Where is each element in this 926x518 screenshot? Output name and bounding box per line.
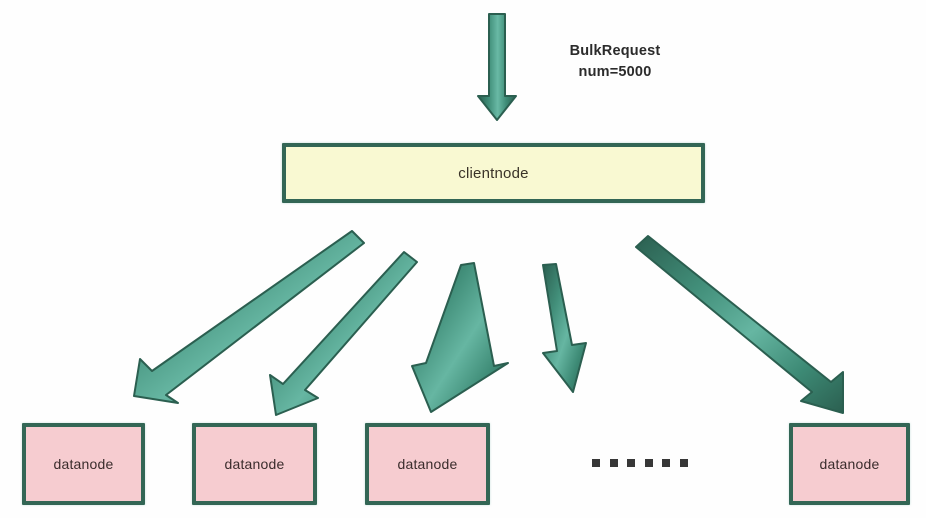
ellipsis-indicator (592, 456, 688, 470)
bulkrequest-line-2: num=5000 (578, 64, 652, 81)
arrow-client-to-datanode-3 (411, 262, 509, 413)
datanode-label-4: datanode (819, 456, 880, 472)
arrow-bulkrequest-to-clientnode (477, 13, 517, 121)
ellipsis-dot (609, 459, 618, 467)
bulkrequest-annotation: BulkRequest num=5000 (540, 41, 690, 83)
datanode-label-2: datanode (224, 456, 285, 472)
datanode-label-1: datanode (53, 456, 114, 472)
arrow-client-to-datanode-2 (269, 251, 418, 416)
datanode-box-1[interactable]: datanode (22, 423, 145, 505)
arrow-client-to-datanode-4 (635, 235, 844, 414)
ellipsis-dot (679, 459, 688, 467)
bulkrequest-line-1: BulkRequest (569, 43, 661, 59)
ellipsis-dot (592, 459, 600, 467)
ellipsis-dot (627, 459, 636, 467)
datanode-label-3: datanode (397, 456, 458, 472)
ellipsis-dot (644, 459, 653, 467)
datanode-box-3[interactable]: datanode (365, 423, 490, 505)
ellipsis-dot (662, 459, 671, 467)
datanode-box-2[interactable]: datanode (192, 423, 317, 505)
arrow-client-to-datanode-omitted (542, 263, 587, 393)
arrow-client-to-datanode-1 (133, 230, 365, 404)
clientnode-label: clientnode (458, 164, 529, 182)
datanode-box-4[interactable]: datanode (789, 423, 910, 505)
clientnode-box[interactable]: clientnode (282, 143, 705, 203)
